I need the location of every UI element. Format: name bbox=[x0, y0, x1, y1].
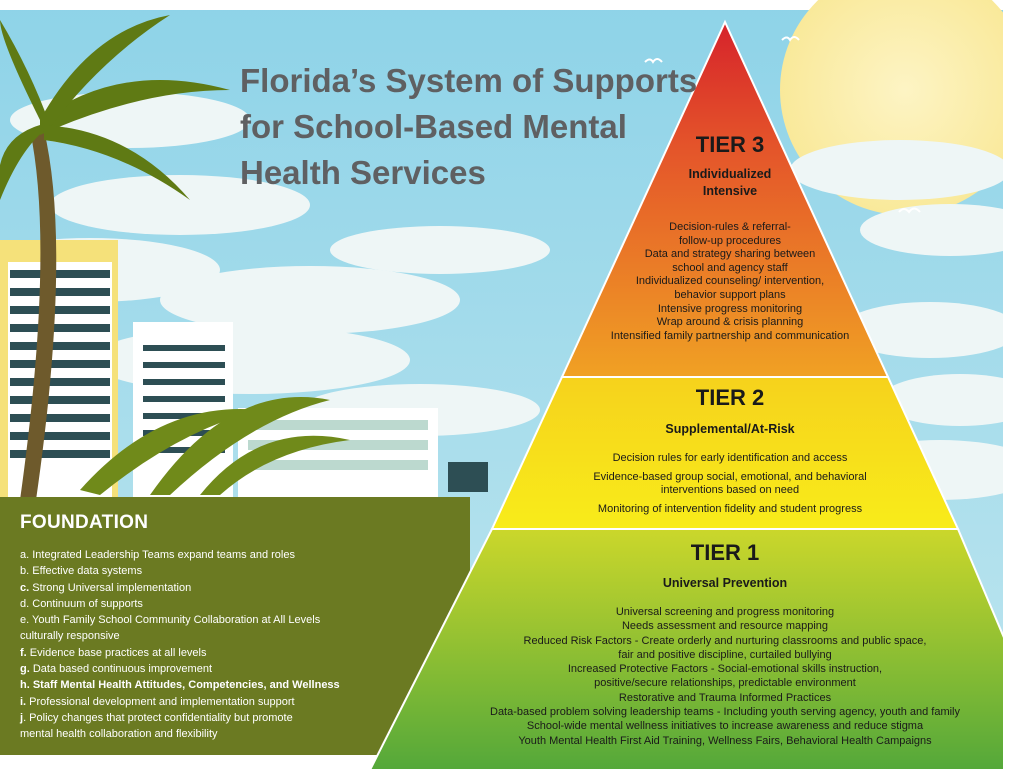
foundation-panel bbox=[0, 497, 470, 770]
tier1-item: fair and positive discipline, curtailed … bbox=[618, 648, 832, 661]
tier3-item: Decision-rules & referral- bbox=[669, 221, 791, 233]
tier3-item: school and agency staff bbox=[672, 261, 788, 274]
foundation-letter: f. bbox=[20, 646, 27, 659]
tier1-item: Needs assessment and resource mapping bbox=[621, 620, 829, 633]
tier3-block: TIER 3 Individualized Intensive Decision… bbox=[580, 132, 880, 343]
foundation-text: Youth Family School Community Collaborat… bbox=[29, 614, 321, 627]
foundation-text: Integrated Leadership Teams expand teams… bbox=[29, 549, 295, 561]
tier3-item: Data and strategy sharing between bbox=[644, 248, 816, 261]
palm-tree bbox=[0, 15, 350, 500]
foundation-text: Professional development and implementat… bbox=[26, 695, 295, 708]
title-line-1: Florida’s System of Supports bbox=[240, 62, 698, 99]
tier1-subtitle: Universal Prevention bbox=[662, 576, 788, 590]
foundation-item-c: c. Strong Universal implementation bbox=[20, 580, 380, 596]
tier2-item: Decision rules for early identification … bbox=[612, 452, 848, 464]
foundation-item-i: i. Professional development and implemen… bbox=[20, 694, 380, 710]
foundation-text: . Policy changes that protect confidenti… bbox=[23, 711, 293, 724]
foundation-item-f: f. Evidence base practices at all levels bbox=[20, 645, 380, 661]
top-margin bbox=[0, 0, 1013, 10]
tier2-block: TIER 2 Supplemental/At-Risk Decision rul… bbox=[520, 385, 940, 516]
foundation-item-e: e. Youth Family School Community Collabo… bbox=[20, 612, 380, 645]
birds bbox=[644, 36, 921, 214]
title-line-2: for School-Based Mental bbox=[240, 108, 627, 145]
tier1-item: Youth Mental Health First Aid Training, … bbox=[518, 734, 932, 747]
foundation-text-continued: mental health collaboration and flexibil… bbox=[20, 728, 218, 741]
foundation-text: Evidence base practices at all levels bbox=[26, 646, 207, 659]
foundation-item-d: d. Continuum of supports bbox=[20, 596, 380, 612]
foundation-letter: a. bbox=[20, 549, 30, 561]
foundation-text-continued: culturally responsive bbox=[20, 630, 120, 643]
tier1-item: Reduced Risk Factors - Create orderly an… bbox=[523, 634, 927, 647]
foundation-letter: i. bbox=[20, 695, 27, 708]
tier1-title: TIER 1 bbox=[690, 540, 760, 565]
tier3-items: Decision-rules & referral- follow-up pro… bbox=[580, 221, 880, 343]
page-title: Florida’s System of Supports for School-… bbox=[240, 58, 700, 196]
foundation-item-b: b. Effective data systems bbox=[20, 563, 380, 579]
foundation-letter: j bbox=[20, 711, 24, 724]
tier3-title: TIER 3 bbox=[695, 132, 765, 157]
tier2-item: Monitoring of intervention fidelity and … bbox=[597, 502, 863, 515]
tier3-item: Intensive progress monitoring bbox=[657, 302, 803, 315]
foundation-block: FOUNDATION a. Integrated Leadership Team… bbox=[20, 512, 380, 743]
pyramid bbox=[368, 19, 1013, 770]
tier3-subtitle-line-1: Individualized bbox=[688, 167, 772, 181]
tier1-item: Data-based problem solving leadership te… bbox=[490, 706, 960, 719]
foundation-text: Effective data systems bbox=[29, 565, 143, 578]
foundation-list: a. Integrated Leadership Teams expand te… bbox=[20, 547, 380, 743]
tier1-items: Universal screening and progress monitor… bbox=[440, 605, 1010, 748]
tier2-item: interventions based on need bbox=[660, 484, 800, 496]
foundation-item-a: a. Integrated Leadership Teams expand te… bbox=[20, 547, 380, 563]
buildings bbox=[0, 240, 488, 502]
tier1-item: Increased Protective Factors - Social-em… bbox=[567, 663, 883, 676]
tier1-block: TIER 1 Universal Prevention Universal sc… bbox=[440, 540, 1010, 748]
tier2-items: Decision rules for early identification … bbox=[520, 452, 940, 516]
foundation-letter: d. bbox=[20, 597, 30, 610]
foundation-text: Strong Universal implementation bbox=[29, 581, 192, 594]
tier1-band bbox=[368, 528, 1013, 770]
tier1-item: School-wide mental wellness initiatives … bbox=[526, 720, 924, 733]
tier1-item: Restorative and Trauma Informed Practice… bbox=[618, 691, 832, 704]
foundation-item-j: j. Policy changes that protect confident… bbox=[20, 710, 380, 743]
tier2-item: Evidence-based group social, emotional, … bbox=[593, 470, 867, 483]
foundation-text: Continuum of supports bbox=[29, 597, 143, 610]
foundation-letter: e. bbox=[20, 614, 30, 627]
tier3-item: Individualized counseling/ intervention, bbox=[635, 275, 825, 288]
title-line-3: Health Services bbox=[240, 154, 486, 191]
tier2-subtitle: Supplemental/At-Risk bbox=[665, 422, 795, 436]
tier3-subtitle-line-2: Intensive bbox=[702, 184, 758, 198]
tier2-title: TIER 2 bbox=[695, 385, 765, 410]
tier3-item: Wrap around & crisis planning bbox=[656, 316, 804, 329]
foundation-letter: c. bbox=[20, 581, 30, 594]
foundation-title: FOUNDATION bbox=[20, 512, 149, 533]
foundation-letter: b. bbox=[20, 565, 30, 578]
tier1-item: Universal screening and progress monitor… bbox=[615, 606, 835, 618]
foundation-letter: h. bbox=[20, 679, 30, 692]
foundation-text: Staff Mental Health Attitudes, Competenc… bbox=[29, 679, 340, 692]
foundation-letter: g. bbox=[20, 663, 30, 676]
foundation-text: Data based continuous improvement bbox=[29, 663, 212, 676]
tier3-item: behavior support plans bbox=[674, 288, 786, 301]
tier3-item: follow-up procedures bbox=[678, 234, 782, 247]
foundation-item-g: g. Data based continuous improvement bbox=[20, 661, 380, 677]
tier1-item: positive/secure relationships, predictab… bbox=[594, 677, 856, 690]
foundation-item-h: h. Staff Mental Health Attitudes, Compet… bbox=[20, 677, 380, 693]
tier3-subtitle: Individualized Intensive bbox=[580, 166, 880, 200]
tier3-item: Intensified family partnership and commu… bbox=[610, 329, 850, 342]
